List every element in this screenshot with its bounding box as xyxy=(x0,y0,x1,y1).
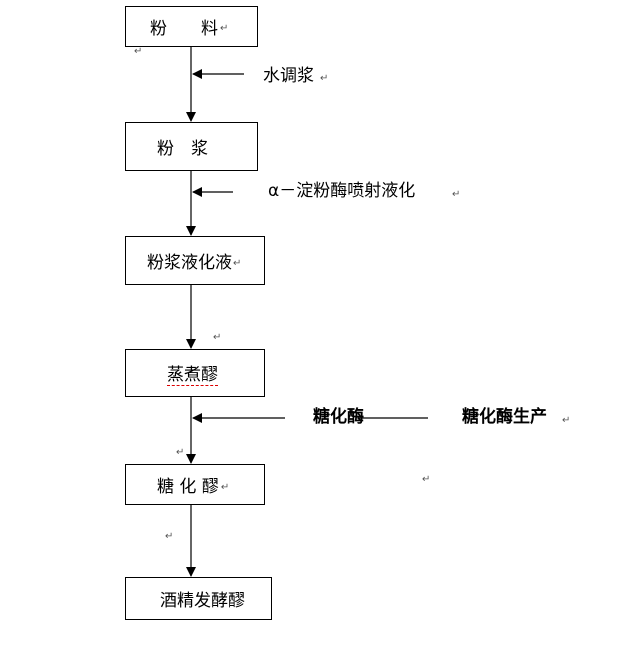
paragraph-mark: ↵ xyxy=(165,531,174,542)
node-fenliao-label: 粉 料 xyxy=(150,19,218,39)
paragraph-mark: ↵ xyxy=(320,73,329,84)
node-tanghua: 糖 化 醪 ↵ xyxy=(125,464,265,505)
paragraph-mark: ↵ xyxy=(134,46,143,57)
node-yehua: 粉浆液化液 ↵ xyxy=(125,236,265,285)
node-zhengzhu: 蒸煮醪 xyxy=(125,349,265,397)
paragraph-mark: ↵ xyxy=(220,22,229,34)
paragraph-mark: ↵ xyxy=(176,447,185,458)
paragraph-mark: ↵ xyxy=(233,257,242,269)
node-fenjiang-label: 粉 浆 xyxy=(157,139,208,159)
node-fenliao: 粉 料 ↵ xyxy=(125,6,258,47)
node-yehua-label: 粉浆液化液 xyxy=(147,253,232,273)
input-glucoamylase-production-label: 糖化酶生产 xyxy=(462,407,547,427)
paragraph-mark: ↵ xyxy=(562,415,571,426)
node-zhengzhu-label: 蒸煮醪 xyxy=(167,360,218,386)
node-fenjiang: 粉 浆 xyxy=(125,122,258,171)
paragraph-mark: ↵ xyxy=(220,481,230,493)
paragraph-mark: ↵ xyxy=(452,189,461,200)
input-water-label: 水调浆 xyxy=(263,66,314,86)
node-jiujing: 酒精发酵醪 xyxy=(125,577,272,620)
node-jiujing-label: 酒精发酵醪 xyxy=(160,591,245,611)
node-tanghua-label: 糖 化 醪 xyxy=(157,477,219,497)
paragraph-mark: ↵ xyxy=(422,474,431,485)
input-glucoamylase-label: 糖化酶 xyxy=(313,407,364,427)
input-amylase-label: α－淀粉酶喷射液化 xyxy=(268,181,416,201)
paragraph-mark: ↵ xyxy=(213,332,222,343)
